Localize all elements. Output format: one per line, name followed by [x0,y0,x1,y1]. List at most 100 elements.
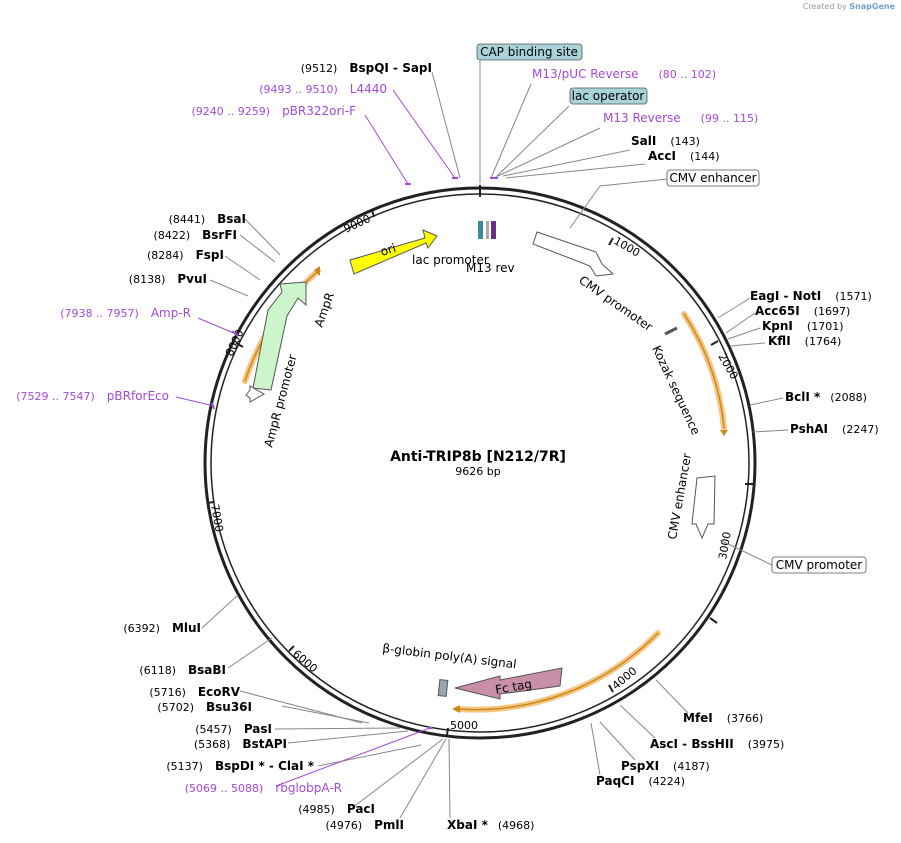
enzyme-bsai[interactable]: (8441)BsaI [169,212,246,226]
primer-pbrforeco-range: (7529 .. 7547) [16,390,95,403]
lac-operator-feature[interactable] [486,221,489,239]
tick-label-5000: 5000 [450,719,478,732]
enzyme-pshai[interactable]: PshAI(2247) [790,422,879,436]
enzyme-pvui-pos: (8138) [129,273,166,286]
enzyme-kpni-name: KpnI [762,319,793,333]
enzyme-xbai[interactable]: XbaI *(4968) [447,818,534,832]
enzyme-pvui[interactable]: (8138)PvuI [129,272,207,286]
primer-l4440-name: L4440 [350,82,387,96]
enzyme-paci-pos: (4985) [298,803,335,816]
cmv-promoter-box[interactable] [771,556,867,574]
enzyme-mlui[interactable]: (6392)MluI [123,621,201,635]
tick-label-3000: 3000 [716,531,734,561]
enzyme-fspi-pos: (8284) [147,249,184,262]
enzyme-bsrfi-name: BsrFI [202,228,237,242]
primer-marks [211,177,498,729]
enzyme-bsabi[interactable]: (6118)BsaBI [139,663,226,677]
cmv-enhancer-inner-label: CMV enhancer [665,452,694,540]
enzyme-acc65i-name: Acc65I [755,304,800,318]
primer-amp-r[interactable]: (7938 .. 7957)Amp-R [60,306,191,320]
enzyme-ecorv-name: EcoRV [198,685,241,699]
enzyme-fspi[interactable]: (8284)FspI [147,248,224,262]
snapgene-credit: Created by SnapGene [803,2,895,11]
primer-m13-reverse-range: (99 .. 115) [701,112,759,125]
cmv-enhancer-feature-2[interactable] [691,475,716,540]
cap-binding-box[interactable] [476,43,583,61]
enzyme-kfli[interactable]: KflI(1764) [768,334,841,348]
enzyme-ecorv-pos: (5716) [149,686,186,699]
enzyme-bspdi-clai[interactable]: (5137)BspDI * - ClaI * [166,759,314,773]
globin-signal-label: β-globin poly(A) signal [382,641,518,671]
enzyme-sali[interactable]: SalI(143) [631,134,700,148]
enzyme-mfei-name: MfeI [683,711,713,725]
primer-m13-puc-reverse-range: (80 .. 102) [659,68,717,81]
primer-rbglobpa-r-name: rbglobpA-R [275,781,342,795]
amp-r-feature[interactable] [252,281,307,391]
enzyme-bstapi-name: BstAPI [242,737,287,751]
enzyme-bspdi-clai-pos: (5137) [166,760,203,773]
enzyme-paci[interactable]: (4985)PacI [298,802,375,816]
kozak-feature[interactable] [664,326,678,336]
m13-rev-label: M13 rev [466,261,515,275]
enzyme-asci-bsshii[interactable]: AscI - BssHII (3975) [650,737,784,751]
enzyme-bsai-name: BsaI [217,212,246,226]
cmv-enhancer-label: CMV enhancer [669,171,756,185]
plasmid-name: Anti-TRIP8b [N212/7R] [390,449,566,465]
m13-rev-feature[interactable] [491,221,496,239]
enzyme-acci[interactable]: AccI(144) [648,149,720,163]
enzyme-pspxi[interactable]: PspXI(4187) [621,759,710,773]
tick-marks [206,185,754,736]
enzyme-bsrfi[interactable]: (8422)BsrFI [154,228,237,242]
enzyme-mlui-name: MluI [172,621,201,635]
enzyme-bsu36i[interactable]: (5702) Bsu36I [157,700,252,714]
enzyme-pasi-name: PasI [244,722,272,736]
enzyme-pspxi-pos: (4187) [673,760,710,773]
enzyme-paqci[interactable]: PaqCI(4224) [596,774,685,788]
primer-m13-puc-reverse-name: M13/pUC Reverse [532,67,639,81]
enzyme-bstapi[interactable]: (5368)BstAPI [194,737,287,751]
enzyme-pmli-pos: (4976) [326,819,363,832]
primer-m13-reverse-name: M13 Reverse [603,111,681,125]
cmv-promoter-feature-1[interactable] [532,231,615,277]
enzyme-pmli[interactable]: (4976)PmlI [326,818,404,832]
enzyme-acc65i[interactable]: Acc65I(1697) [755,304,850,318]
primer-leaders [175,89,456,787]
enzyme-ecorv[interactable]: (5716) EcoRV [149,685,240,699]
ori-feature[interactable] [349,229,438,275]
enzyme-bcli[interactable]: BclI *(2088) [785,390,867,404]
primer-l4440[interactable]: (9493 .. 9510)L4440 [259,82,387,96]
primer-amp-r-range: (7938 .. 7957) [60,307,139,320]
enzyme-eagi-noti-pos: (1571) [835,290,872,303]
primer-pbrforeco[interactable]: (7529 .. 7547)pBRforEco [16,389,169,403]
globin-signal-feature[interactable] [437,679,449,697]
lac-operator-box[interactable] [569,87,648,105]
lac-promoter-feature[interactable] [478,221,483,239]
enzyme-acci-pos: (144) [690,150,720,163]
enzyme-bspqi-sapi[interactable]: (9512)BspQI - SapI [301,61,432,75]
enzyme-mfei-pos: (3766) [727,712,764,725]
primer-pbr322ori-f[interactable]: (9240 .. 9259)pBR322ori-F [192,104,357,118]
enzyme-sali-name: SalI [631,134,656,148]
primer-m13-reverse[interactable]: M13 Reverse (99 .. 115) [603,111,758,125]
orf-highlights [242,268,727,713]
cmv-enhancer-box[interactable] [666,169,760,187]
enzyme-bsu36i-pos: (5702) [157,701,194,714]
enzyme-asci-bsshii-pos: (3975) [748,738,785,751]
enzyme-kpni[interactable]: KpnI(1701) [762,319,843,333]
fc-tag-label: Fc tag [494,677,533,697]
enzyme-paqci-name: PaqCI [596,774,634,788]
lac-operator-label: lac operator [572,89,645,103]
fc-tag-feature[interactable] [454,667,563,700]
amp-r-promoter-feature[interactable] [245,385,266,403]
enzyme-pasi[interactable]: (5457)PasI [195,722,272,736]
enzyme-pshai-name: PshAI [790,422,828,436]
enzyme-eagi-noti[interactable]: EagI - NotI(1571) [750,289,872,303]
enzyme-bsu36i-name: Bsu36I [206,700,252,714]
ori-label: ori [379,241,398,259]
enzyme-asci-bsshii-name: AscI - BssHII [650,737,734,751]
enzyme-mfei[interactable]: MfeI (3766) [683,711,763,725]
primer-rbglobpa-r[interactable]: (5069 .. 5088)rbglobpA-R [185,781,342,795]
plasmid-size: 9626 bp [455,465,500,478]
primer-m13-puc-reverse[interactable]: M13/pUC Reverse (80 .. 102) [532,67,716,81]
